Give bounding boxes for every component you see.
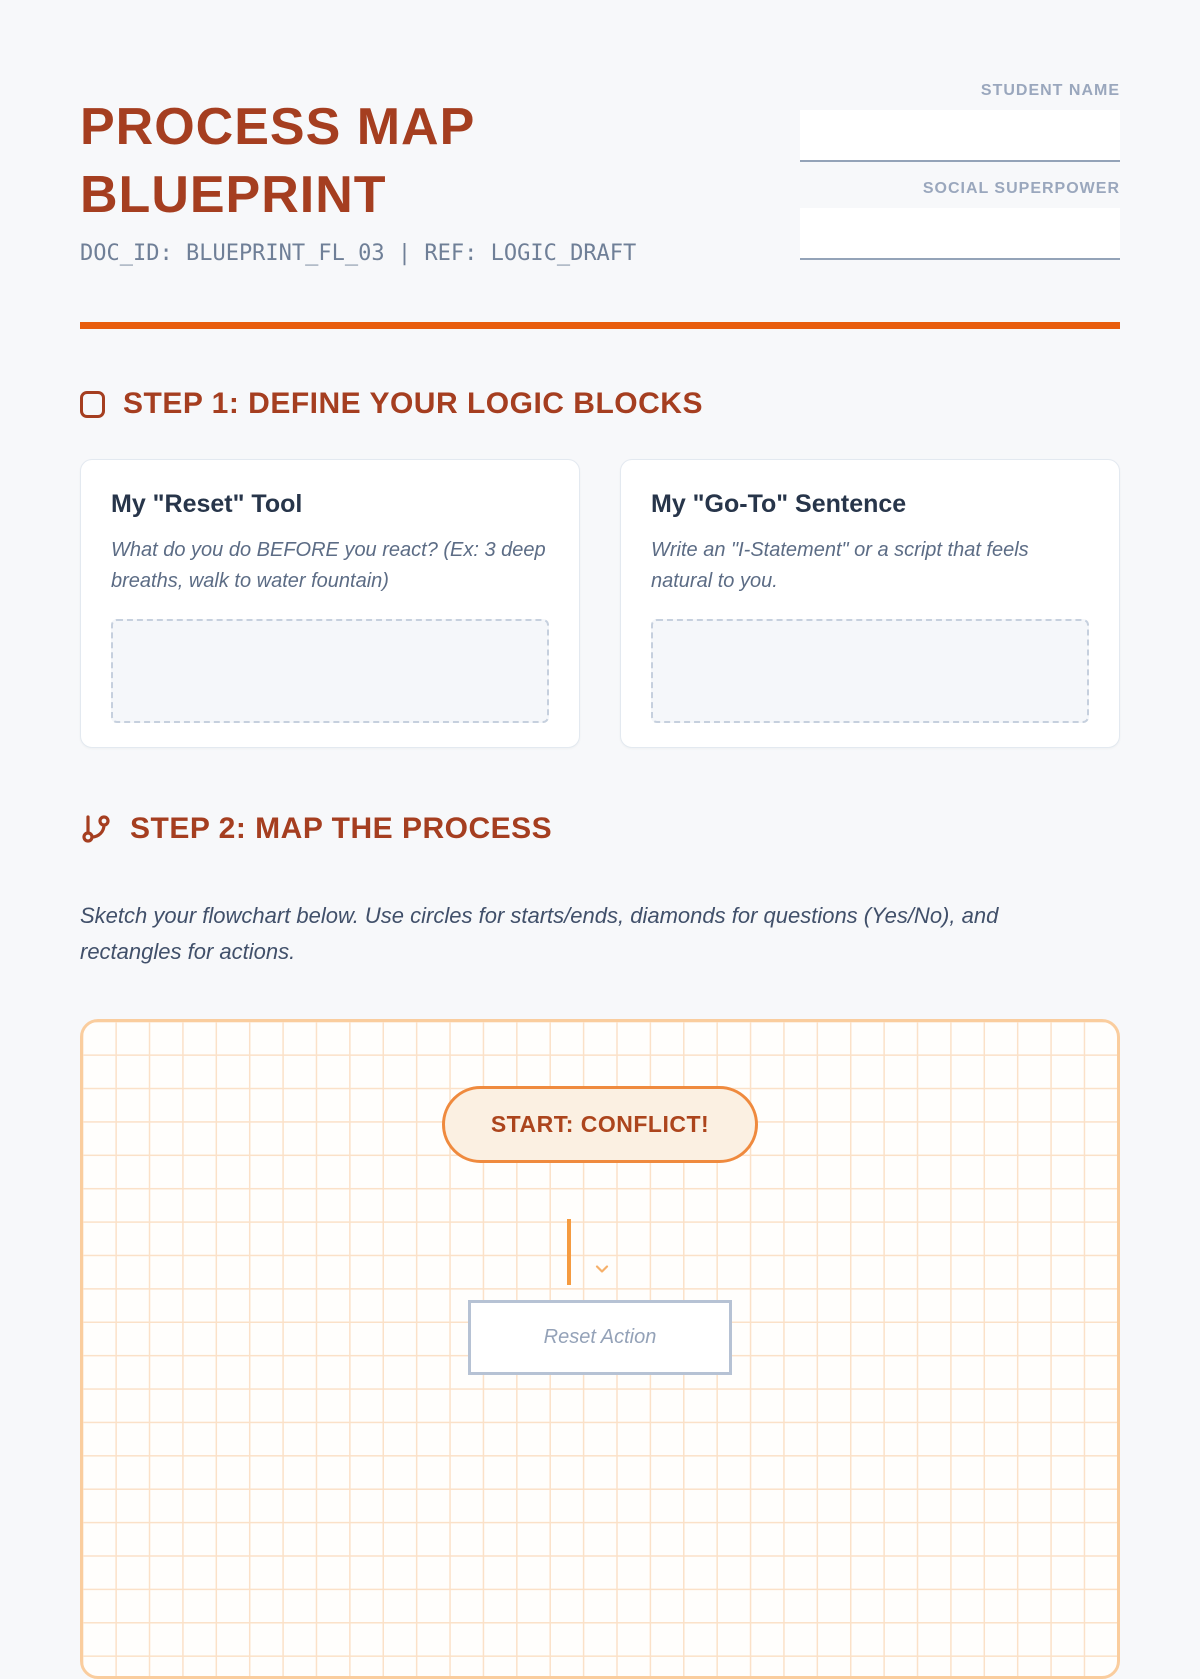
flow-connector-line — [567, 1219, 571, 1286]
step1-heading-label: STEP 1: DEFINE YOUR LOGIC BLOCKS — [123, 387, 703, 420]
chevron-down-icon — [587, 1259, 617, 1279]
reset-tool-card: My "Reset" Tool What do you do BEFORE yo… — [80, 459, 580, 748]
go-to-sentence-write-area[interactable] — [651, 619, 1089, 723]
page-title: PROCESS MAP BLUEPRINT — [80, 98, 475, 224]
doc-meta: DOC_ID: BLUEPRINT_FL_03 | REF: LOGIC_DRA… — [80, 241, 637, 267]
step2-instructions: Sketch your flowchart below. Use circles… — [80, 903, 999, 964]
header: PROCESS MAP BLUEPRINT DOC_ID: BLUEPRINT_… — [80, 80, 1120, 278]
header-fields: STUDENT NAME SOCIAL SUPERPOWER — [800, 80, 1120, 278]
step2-heading-label: STEP 2: MAP THE PROCESS — [130, 812, 553, 845]
go-to-sentence-card-hint: Write an "I-Statement" or a script that … — [651, 539, 1029, 592]
student-name-input[interactable] — [800, 110, 1120, 162]
git-branch-icon — [80, 813, 112, 845]
section-step1: STEP 1: DEFINE YOUR LOGIC BLOCKS My "Res… — [80, 387, 1120, 748]
flow-start-node: START: CONFLICT! — [442, 1086, 758, 1164]
checkbox-icon — [80, 390, 105, 418]
logic-block-cards: My "Reset" Tool What do you do BEFORE yo… — [80, 459, 1120, 748]
go-to-sentence-card-title: My "Go-To" Sentence — [651, 490, 907, 518]
social-superpower-field: SOCIAL SUPERPOWER — [800, 180, 1120, 260]
student-name-field: STUDENT NAME — [800, 82, 1120, 162]
title-block: PROCESS MAP BLUEPRINT DOC_ID: BLUEPRINT_… — [80, 80, 640, 266]
student-name-label: STUDENT NAME — [980, 82, 1120, 99]
social-superpower-input[interactable] — [800, 208, 1120, 260]
step1-heading: STEP 1: DEFINE YOUR LOGIC BLOCKS — [80, 387, 1120, 421]
reset-tool-card-hint: What do you do BEFORE you react? (Ex: 3 … — [111, 539, 546, 592]
go-to-sentence-card: My "Go-To" Sentence Write an "I-Statemen… — [620, 459, 1120, 748]
flowchart-grid-canvas[interactable]: START: CONFLICT! Reset Action — [80, 1019, 1120, 1679]
reset-tool-write-area[interactable] — [111, 619, 549, 723]
accent-divider — [80, 322, 1120, 329]
flow-action-node: Reset Action — [468, 1300, 732, 1376]
step2-heading: STEP 2: MAP THE PROCESS — [80, 812, 1120, 846]
social-superpower-label: SOCIAL SUPERPOWER — [922, 180, 1120, 197]
section-step2: STEP 2: MAP THE PROCESS Sketch your flow… — [80, 812, 1120, 1679]
reset-tool-card-title: My "Reset" Tool — [111, 490, 303, 518]
